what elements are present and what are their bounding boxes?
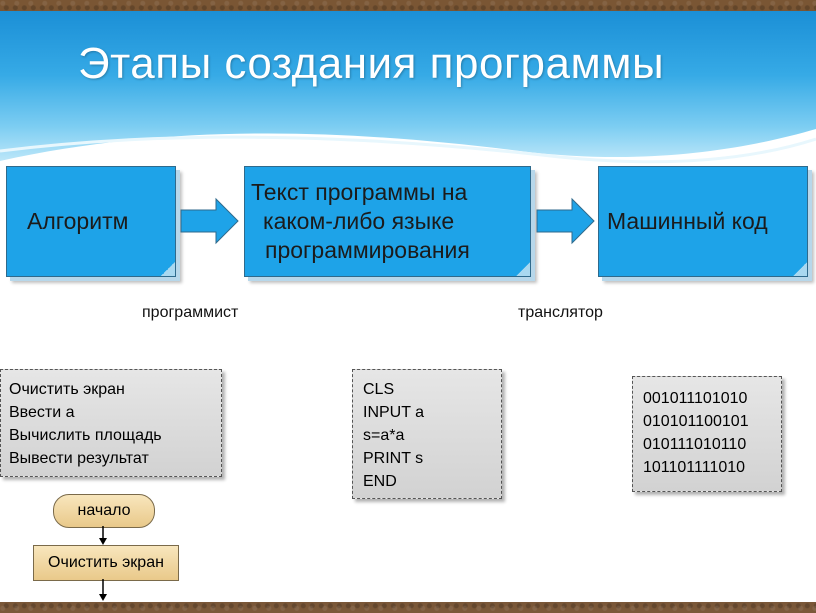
flowchart-process-label: Очистить экран xyxy=(48,554,164,571)
code-line: CLS xyxy=(363,381,395,398)
flowchart-start-label: начало xyxy=(77,502,131,519)
stage-source-line-3: программирования xyxy=(265,237,470,263)
stage-source-code-box: Текст программы на каком-либо языке прог… xyxy=(244,166,531,277)
machine-code-line: 101101111010 xyxy=(643,459,746,476)
flowchart-start-terminal: начало xyxy=(53,494,155,528)
stage-source-line-2: каком-либо языке xyxy=(263,208,455,234)
algorithm-step: Вывести результат xyxy=(9,450,149,467)
flowchart-down-arrow xyxy=(99,579,107,601)
block-arrow-2 xyxy=(536,197,595,245)
stage-machine-code-box: Машинный код xyxy=(598,166,808,277)
slide-title: Этапы создания программы xyxy=(78,39,665,88)
block-arrow-1 xyxy=(180,197,239,245)
flowchart-process-block: Очистить экран xyxy=(33,545,179,581)
stage-machine-label: Машинный код xyxy=(607,208,768,234)
wave-decoration xyxy=(0,129,816,171)
flowchart-connector-arrow xyxy=(99,526,107,545)
role-programmer: программист xyxy=(142,304,239,321)
machine-code-line: 010111010110 xyxy=(643,436,747,453)
code-line: s=a*a xyxy=(363,427,405,444)
machine-code-box: 001011101010 010101100101 010111010110 1… xyxy=(632,376,782,492)
code-line: PRINT s xyxy=(363,450,424,467)
stage-source-line-1: Текст программы на xyxy=(251,179,468,205)
slide: Этапы создания программы Алгоритм Текст … xyxy=(0,11,816,602)
machine-code-line: 001011101010 xyxy=(643,390,748,407)
algorithm-step: Вычислить площадь xyxy=(9,427,162,444)
program-code-box: CLS INPUT a s=a*a PRINT s END xyxy=(352,369,502,499)
algorithm-step: Очистить экран xyxy=(9,381,125,398)
sky-header xyxy=(0,11,816,171)
machine-code-line: 010101100101 xyxy=(643,413,749,430)
code-line: INPUT a xyxy=(363,404,425,421)
algorithm-steps-box: Очистить экран Ввести а Вычислить площад… xyxy=(0,369,222,477)
stage-algorithm-box: Алгоритм xyxy=(6,166,176,277)
code-line: END xyxy=(363,473,397,490)
stage-algorithm-label: Алгоритм xyxy=(27,208,129,234)
role-translator: транслятор xyxy=(518,304,603,321)
algorithm-step: Ввести а xyxy=(9,404,75,421)
